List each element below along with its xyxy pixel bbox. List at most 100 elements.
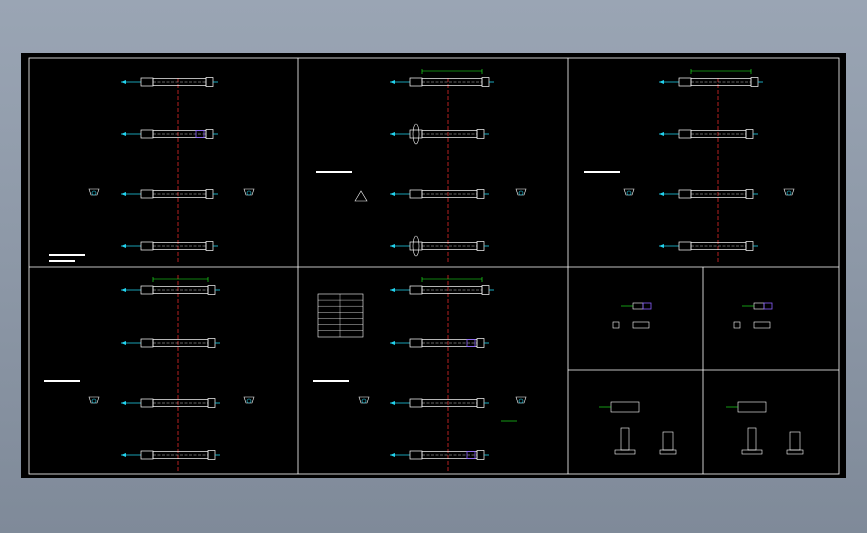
nozzle-tip: [390, 80, 395, 84]
cylinder-end-cap: [745, 189, 754, 199]
cylinder-end-cap: [205, 129, 214, 139]
cylinder-head: [409, 77, 423, 87]
end-view-bore: [518, 398, 524, 404]
bracket-base: [741, 449, 763, 455]
cylinder-end-cap: [750, 77, 759, 87]
end-view-outline: [783, 188, 795, 196]
note-text-bar: [316, 171, 352, 173]
cylinder-assembly-icon: [121, 450, 220, 460]
end-view-outline: [358, 396, 370, 404]
part-block: [632, 302, 644, 310]
nozzle-tip: [390, 453, 395, 457]
part-highlight: [763, 302, 773, 310]
cylinder-end-cap: [476, 189, 485, 199]
cylinder-assembly-icon: [659, 69, 763, 87]
cylinder-head: [409, 189, 423, 199]
nozzle-tip: [121, 288, 126, 292]
cylinder-end-cap: [476, 398, 485, 408]
part-block: [753, 302, 765, 310]
cylinder-end-cap: [205, 189, 214, 199]
cylinder-head: [140, 285, 154, 295]
end-view-outline: [515, 188, 527, 196]
highlight-port: [466, 451, 476, 459]
end-view-icon: [358, 396, 370, 404]
cylinder-assembly-icon: [390, 277, 494, 295]
bracket-post: [620, 427, 630, 451]
cylinder-assembly-icon: [390, 189, 489, 199]
cad-drawing: [28, 57, 840, 475]
bracket-side-base: [786, 449, 804, 455]
mount-bracket-icon: [599, 401, 677, 455]
cylinder-end-cap: [481, 285, 490, 295]
note-text-bar: [313, 380, 349, 382]
end-view-bore: [361, 398, 367, 404]
cylinder-head: [409, 285, 423, 295]
end-view-outline: [243, 396, 255, 404]
nozzle-tip: [390, 132, 395, 136]
cylinder-assembly-icon: [121, 338, 220, 348]
nozzle-tip: [121, 132, 126, 136]
nozzle-tip: [121, 192, 126, 196]
parts-table-border: [317, 293, 364, 338]
cylinder-end-cap: [476, 129, 485, 139]
bracket-side-base: [659, 449, 677, 455]
cylinder-end-cap: [205, 241, 214, 251]
end-view-outline: [515, 396, 527, 404]
drawing-sheet: [21, 53, 846, 478]
nozzle-tip: [121, 244, 126, 248]
cylinder-assembly-icon: [390, 450, 489, 460]
cylinder-assembly-icon: [659, 241, 758, 251]
bracket-side: [662, 431, 674, 451]
note-text-bar: [584, 171, 620, 173]
flange-ring: [412, 235, 420, 257]
part-top-view: [753, 321, 771, 329]
end-view-icon: [88, 396, 100, 404]
cylinder-assembly-icon: [121, 189, 218, 199]
support-triangle: [354, 190, 368, 202]
end-view-outline: [623, 188, 635, 196]
end-view-bore: [91, 190, 97, 196]
mount-bracket-icon: [726, 401, 804, 455]
cylinder-assembly-icon: [121, 129, 218, 139]
end-view-icon: [623, 188, 635, 196]
cylinder-assembly-icon: [659, 189, 758, 199]
cylinder-end-cap: [207, 398, 216, 408]
end-view-icon: [243, 396, 255, 404]
nozzle-tip: [121, 80, 126, 84]
cylinder-end-cap: [481, 77, 490, 87]
part-detail-icon: [733, 302, 773, 329]
cylinder-assembly-icon: [390, 69, 494, 87]
cylinder-head: [140, 338, 154, 348]
cylinder-head: [409, 398, 423, 408]
end-view-bore: [626, 190, 632, 196]
cylinder-head: [409, 241, 423, 251]
cylinder-head: [140, 129, 154, 139]
cylinder-head: [140, 241, 154, 251]
nozzle-tip: [121, 341, 126, 345]
cylinder-assembly-icon: [121, 241, 218, 251]
cylinder-head: [678, 77, 692, 87]
end-view-bore: [518, 190, 524, 196]
end-view-bore: [786, 190, 792, 196]
nozzle-tip: [390, 244, 395, 248]
part-top-view: [632, 321, 650, 329]
cylinder-end-cap: [207, 338, 216, 348]
cylinder-assembly-icon: [121, 398, 220, 408]
end-view-bore: [91, 398, 97, 404]
part-side-view: [733, 321, 741, 329]
cylinder-end-cap: [476, 338, 485, 348]
cylinder-head: [140, 189, 154, 199]
cylinder-head: [140, 398, 154, 408]
cylinder-assembly-icon: [390, 398, 489, 408]
cylinder-head: [409, 450, 423, 460]
nozzle-tip: [659, 80, 664, 84]
bracket-post: [747, 427, 757, 451]
nozzle-tip: [390, 341, 395, 345]
parts-table-icon: [317, 293, 364, 338]
cylinder-assembly-icon: [390, 338, 489, 348]
part-detail-icon: [612, 302, 652, 329]
nozzle-tip: [390, 288, 395, 292]
bracket-side: [789, 431, 801, 451]
bracket-plate: [610, 401, 640, 413]
cylinder-end-cap: [476, 241, 485, 251]
